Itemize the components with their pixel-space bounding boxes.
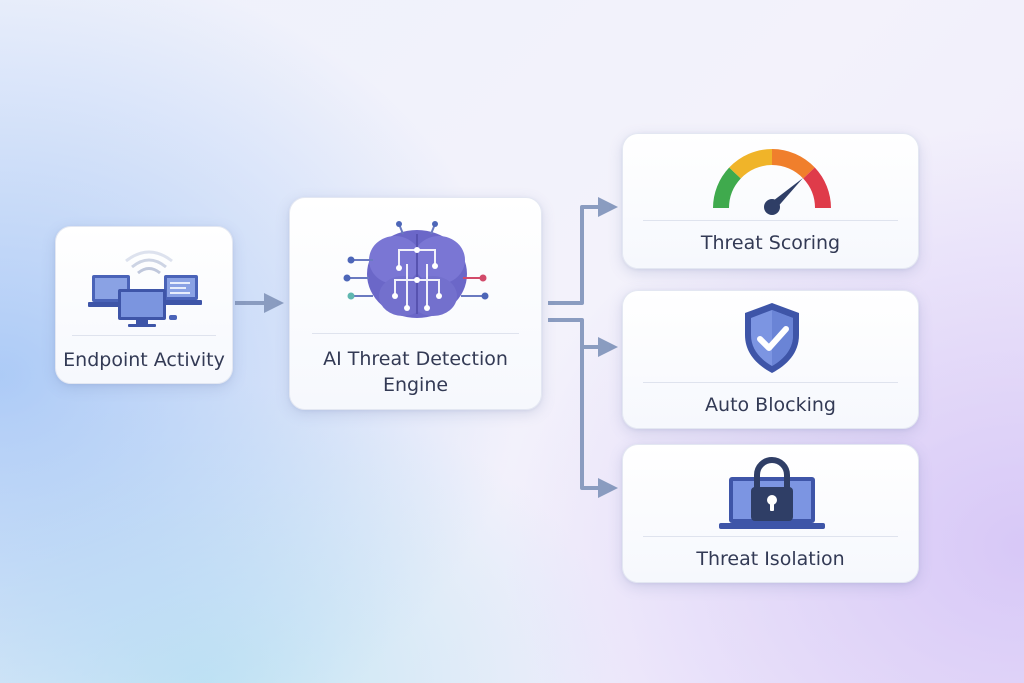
node-label: Threat Isolation: [696, 548, 845, 570]
node-label: Threat Scoring: [700, 232, 841, 254]
devices-icon: [88, 250, 202, 327]
divider: [72, 335, 216, 336]
divider: [643, 220, 898, 221]
node-auto-blocking: Auto Blocking: [622, 290, 919, 429]
divider: [312, 333, 519, 334]
gauge-icon: [713, 149, 831, 215]
node-endpoint-activity: Endpoint Activity: [55, 226, 233, 384]
shield-check-icon: [745, 303, 799, 373]
node-ai-threat-detection-engine: AI Threat Detection Engine: [289, 197, 542, 410]
node-label-line1: AI Threat Detection: [323, 348, 508, 370]
node-label: Endpoint Activity: [63, 349, 225, 371]
divider: [643, 536, 898, 537]
laptop-lock-icon: [719, 457, 825, 529]
arrow-engine-to-isolation: [580, 347, 618, 498]
arrow-engine-to-scoring: [548, 197, 618, 305]
divider: [643, 382, 898, 383]
node-label: Auto Blocking: [705, 394, 836, 416]
arrow-engine-to-blocking: [548, 318, 618, 357]
ai-brain-icon: [343, 221, 489, 318]
node-label-line2: Engine: [382, 374, 449, 396]
node-threat-isolation: Threat Isolation: [622, 444, 919, 583]
node-threat-scoring: Threat Scoring: [622, 133, 919, 269]
